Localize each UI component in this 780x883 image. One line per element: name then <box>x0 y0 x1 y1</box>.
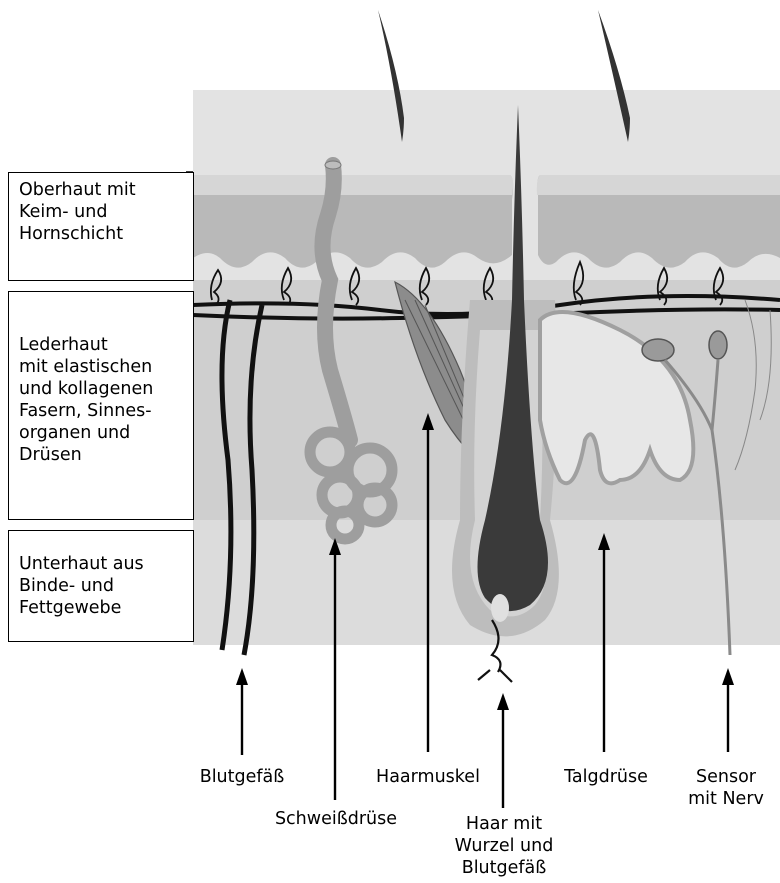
label-blood-vessel: Blutgefäß <box>192 766 292 788</box>
layer-label-dermis: Lederhaut mit elastischen und kollagenen… <box>8 291 194 520</box>
label-sweat-gland: Schweißdrüse <box>268 808 404 830</box>
label-sebaceous-gland: Talgdrüse <box>552 766 660 788</box>
label-hair-muscle: Haarmuskel <box>366 766 490 788</box>
layer-label-subcutis: Unterhaut aus Binde- und Fettgewebe <box>8 530 194 642</box>
label-hair-root: Haar mit Wurzel und Blutgefäß <box>444 813 564 879</box>
hair-papilla <box>491 594 509 622</box>
sweat-pore <box>325 161 341 169</box>
layer-label-epidermis: Oberhaut mit Keim- und Hornschicht <box>8 172 194 281</box>
horn-layer-left <box>193 175 513 195</box>
label-sensor: Sensor mit Nerv <box>676 766 776 810</box>
horn-layer-right <box>537 175 780 195</box>
